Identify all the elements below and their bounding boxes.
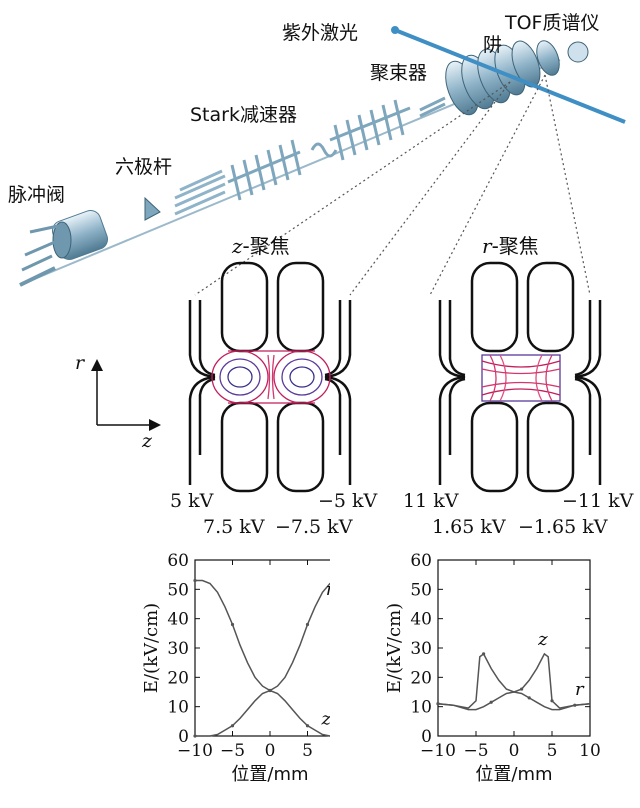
data-point [573, 703, 577, 707]
label-uv-laser: 紫外激光 [282, 22, 359, 44]
series-label-r: r [575, 679, 585, 700]
uv-laser-source [391, 26, 399, 34]
series-label-z: z [537, 629, 548, 650]
data-point [482, 652, 486, 656]
y-tick-label: 20 [167, 668, 189, 688]
data-point [230, 724, 235, 728]
series-line-z [195, 689, 330, 737]
r-volt-inner-right: −1.65 kV [518, 516, 608, 538]
stark-decelerator-drawing [227, 96, 446, 201]
r-volt-outer-left: 11 kV [403, 490, 459, 512]
axis-z-label: z [142, 430, 153, 452]
skimmer-drawing [144, 196, 161, 221]
plot-frame [194, 559, 330, 737]
series-label-r: r [326, 579, 330, 600]
coordinate-axes [91, 359, 161, 431]
bend-drawing [310, 142, 338, 158]
data-point [193, 734, 197, 738]
label-pulse-valve: 脉冲阀 [8, 184, 66, 206]
data-point [305, 622, 310, 627]
z-volt-inner-left: 7.5 kV [203, 516, 265, 538]
label-cathode: 阱 [483, 34, 503, 56]
data-point [520, 687, 524, 691]
data-point [230, 622, 235, 627]
y-tick-label: 60 [167, 551, 189, 571]
z-volt-outer-right: −5 kV [318, 490, 378, 512]
x-tick-label: −10 [177, 741, 213, 761]
y-tick-label: 30 [167, 639, 189, 659]
data-point [436, 702, 440, 706]
series-label-z: z [321, 708, 330, 729]
hexapole-drawing [174, 169, 226, 216]
data-point [193, 578, 197, 583]
data-point [268, 688, 272, 693]
r-volt-outer-right: −11 kV [562, 490, 634, 512]
data-point [527, 696, 531, 700]
y-tick-label: 10 [167, 698, 189, 718]
y-tick-label: 30 [410, 639, 432, 659]
x-tick-label: 0 [509, 741, 520, 761]
series-line-z [437, 652, 591, 709]
x-tick-label: −5 [220, 741, 245, 761]
z-focus-title: z-聚焦 [232, 234, 290, 258]
y-tick-label: 20 [410, 668, 432, 688]
data-point [550, 699, 554, 703]
x-axis-label: 位置/mm [475, 764, 552, 785]
y-tick-label: 10 [410, 698, 432, 718]
chart-r-focus-field: −10 −5 0 5 10 0 10 20 30 40 50 60 位置/mm E/(kV/cm) z r [384, 551, 601, 785]
label-focuser: 聚束器 [370, 62, 428, 84]
y-tick-label: 0 [421, 727, 432, 747]
pulse-valve-drawing [19, 209, 109, 287]
label-hexapole: 六极杆 [115, 156, 173, 178]
z-volt-inner-right: −7.5 kV [275, 516, 353, 538]
y-tick-label: 40 [167, 610, 189, 630]
x-tick-label: 0 [265, 741, 276, 761]
series-line-r [195, 579, 330, 692]
zoom-lines [194, 74, 591, 296]
x-tick-label: 5 [302, 741, 313, 761]
z-volt-outer-left: 5 kV [170, 490, 214, 512]
y-axis-label: E/(kV/cm) [141, 603, 162, 693]
x-tick-label: −5 [463, 741, 488, 761]
x-tick-label: 10 [579, 741, 601, 761]
uv-laser-beam [394, 28, 626, 124]
axis-r-label: r [75, 352, 85, 374]
x-tick-label: 5 [547, 741, 558, 761]
y-tick-label: 50 [410, 580, 432, 600]
plot-frame [437, 559, 591, 737]
data-point [489, 700, 493, 704]
y-tick-label: 50 [167, 580, 189, 600]
y-tick-label: 0 [178, 727, 189, 747]
y-axis-label: E/(kV/cm) [384, 603, 405, 693]
series-line-r [437, 691, 591, 711]
label-stark-decelerator: Stark减速器 [190, 104, 297, 126]
x-axis-label: 位置/mm [231, 764, 308, 785]
focuser-trap-drawing [445, 40, 589, 116]
r-focus-title: r-聚焦 [482, 234, 539, 258]
data-point [305, 724, 310, 728]
label-tof: TOF质谱仪 [505, 12, 600, 34]
r-volt-inner-left: 1.65 kV [432, 516, 506, 538]
r-focus-electrodes [438, 261, 602, 493]
apparatus-schematic [19, 26, 626, 287]
y-tick-label: 60 [410, 551, 432, 571]
z-focus-electrodes [188, 261, 352, 493]
x-tick-label: −10 [420, 741, 456, 761]
y-tick-label: 40 [410, 610, 432, 630]
